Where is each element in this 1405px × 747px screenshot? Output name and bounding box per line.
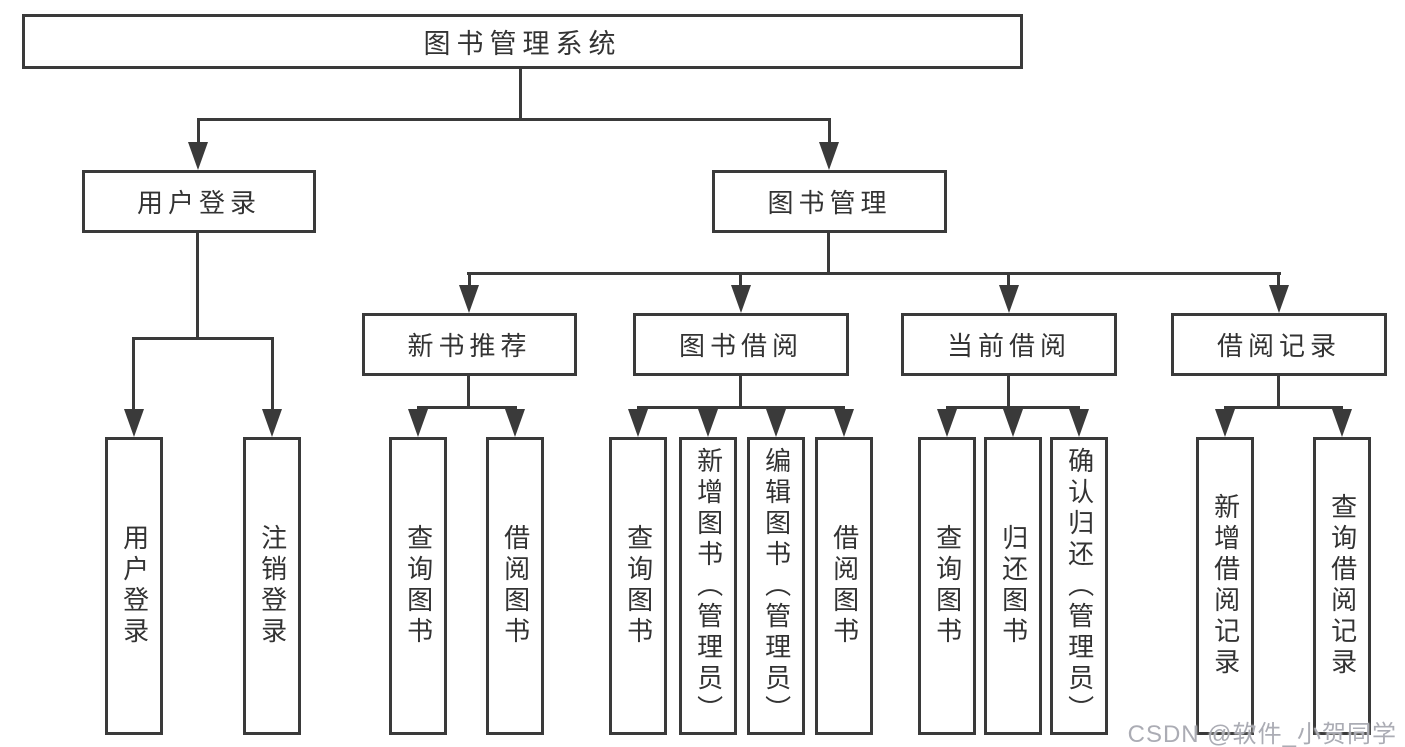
node-label: 查询图书 bbox=[403, 524, 434, 648]
node-label: 确认归还（管理员） bbox=[1064, 446, 1095, 726]
leaf-user-login: 用户登录 bbox=[105, 437, 163, 735]
node-book-management: 图书管理 bbox=[712, 170, 947, 233]
arrowhead-icon bbox=[834, 409, 854, 437]
connector-line bbox=[467, 376, 470, 407]
connector-line bbox=[417, 406, 517, 409]
node-book-borrowing: 图书借阅 bbox=[633, 313, 849, 376]
leaf-logout-login: 注销登录 bbox=[243, 437, 301, 735]
connector-line bbox=[197, 118, 831, 121]
connector-line bbox=[1277, 275, 1280, 286]
node-label: 用户登录 bbox=[136, 188, 261, 218]
connector-line bbox=[1007, 376, 1010, 407]
node-current-borrowing: 当前借阅 bbox=[901, 313, 1117, 376]
node-label: 当前借阅 bbox=[946, 331, 1071, 361]
node-library-system: 图书管理系统 bbox=[22, 14, 1023, 69]
connector-line bbox=[271, 340, 274, 410]
arrowhead-icon bbox=[505, 409, 525, 437]
node-label: 归还图书 bbox=[998, 524, 1029, 648]
arrowhead-icon bbox=[1215, 409, 1235, 437]
leaf-query-books-1: 查询图书 bbox=[389, 437, 447, 735]
connector-line bbox=[197, 121, 200, 143]
leaf-confirm-return-admin: 确认归还（管理员） bbox=[1050, 437, 1108, 735]
arrowhead-icon bbox=[1269, 285, 1289, 313]
arrowhead-icon bbox=[1332, 409, 1352, 437]
node-label: 借阅图书 bbox=[500, 524, 531, 648]
arrowhead-icon bbox=[999, 285, 1019, 313]
connector-line bbox=[827, 233, 830, 273]
node-label: 图书管理系统 bbox=[423, 29, 622, 59]
node-label: 新书推荐 bbox=[407, 331, 532, 361]
arrowhead-icon bbox=[124, 409, 144, 437]
leaf-add-borrow-record: 新增借阅记录 bbox=[1196, 437, 1254, 735]
node-label: 图书管理 bbox=[767, 188, 892, 218]
node-label: 查询借阅记录 bbox=[1327, 493, 1358, 679]
node-user-login: 用户登录 bbox=[82, 170, 316, 233]
node-label: 借阅图书 bbox=[829, 524, 860, 648]
connector-line bbox=[132, 337, 274, 340]
connector-line bbox=[637, 406, 845, 409]
node-label: 编辑图书（管理员） bbox=[761, 446, 792, 726]
leaf-query-borrow-record: 查询借阅记录 bbox=[1313, 437, 1371, 735]
arrowhead-icon bbox=[1069, 409, 1089, 437]
leaf-edit-books-admin: 编辑图书（管理员） bbox=[747, 437, 805, 735]
connector-line bbox=[519, 69, 522, 119]
connector-line bbox=[1007, 275, 1010, 286]
node-label: 借阅记录 bbox=[1216, 331, 1341, 361]
arrowhead-icon bbox=[188, 142, 208, 170]
arrowhead-icon bbox=[628, 409, 648, 437]
leaf-borrow-books-2: 借阅图书 bbox=[815, 437, 873, 735]
connector-line bbox=[467, 272, 1281, 275]
connector-line bbox=[739, 275, 742, 286]
connector-line bbox=[946, 406, 1080, 409]
watermark: CSDN @软件_小贺同学 bbox=[1127, 721, 1397, 747]
connector-line bbox=[1277, 376, 1280, 407]
node-label: 查询图书 bbox=[932, 524, 963, 648]
arrowhead-icon bbox=[766, 409, 786, 437]
arrowhead-icon bbox=[731, 285, 751, 313]
connector-line bbox=[196, 233, 199, 338]
node-label: 查询图书 bbox=[623, 524, 654, 648]
node-borrowing-records: 借阅记录 bbox=[1171, 313, 1387, 376]
node-label: 图书借阅 bbox=[678, 331, 803, 361]
node-label: 用户登录 bbox=[119, 524, 150, 648]
arrowhead-icon bbox=[937, 409, 957, 437]
connector-line bbox=[828, 121, 831, 143]
arrowhead-icon bbox=[1003, 409, 1023, 437]
connector-line bbox=[468, 275, 471, 286]
connector-line bbox=[739, 376, 742, 407]
connector-line bbox=[132, 340, 135, 410]
leaf-query-books-2: 查询图书 bbox=[609, 437, 667, 735]
leaf-add-books-admin: 新增图书（管理员） bbox=[679, 437, 737, 735]
leaf-return-books: 归还图书 bbox=[984, 437, 1042, 735]
arrowhead-icon bbox=[262, 409, 282, 437]
arrowhead-icon bbox=[459, 285, 479, 313]
arrowhead-icon bbox=[698, 409, 718, 437]
node-new-book-recommend: 新书推荐 bbox=[362, 313, 577, 376]
arrowhead-icon bbox=[819, 142, 839, 170]
node-label: 新增借阅记录 bbox=[1210, 493, 1241, 679]
node-label: 注销登录 bbox=[257, 524, 288, 648]
leaf-query-books-3: 查询图书 bbox=[918, 437, 976, 735]
connector-line bbox=[1224, 406, 1343, 409]
leaf-borrow-books-1: 借阅图书 bbox=[486, 437, 544, 735]
arrowhead-icon bbox=[408, 409, 428, 437]
node-label: 新增图书（管理员） bbox=[693, 446, 724, 726]
